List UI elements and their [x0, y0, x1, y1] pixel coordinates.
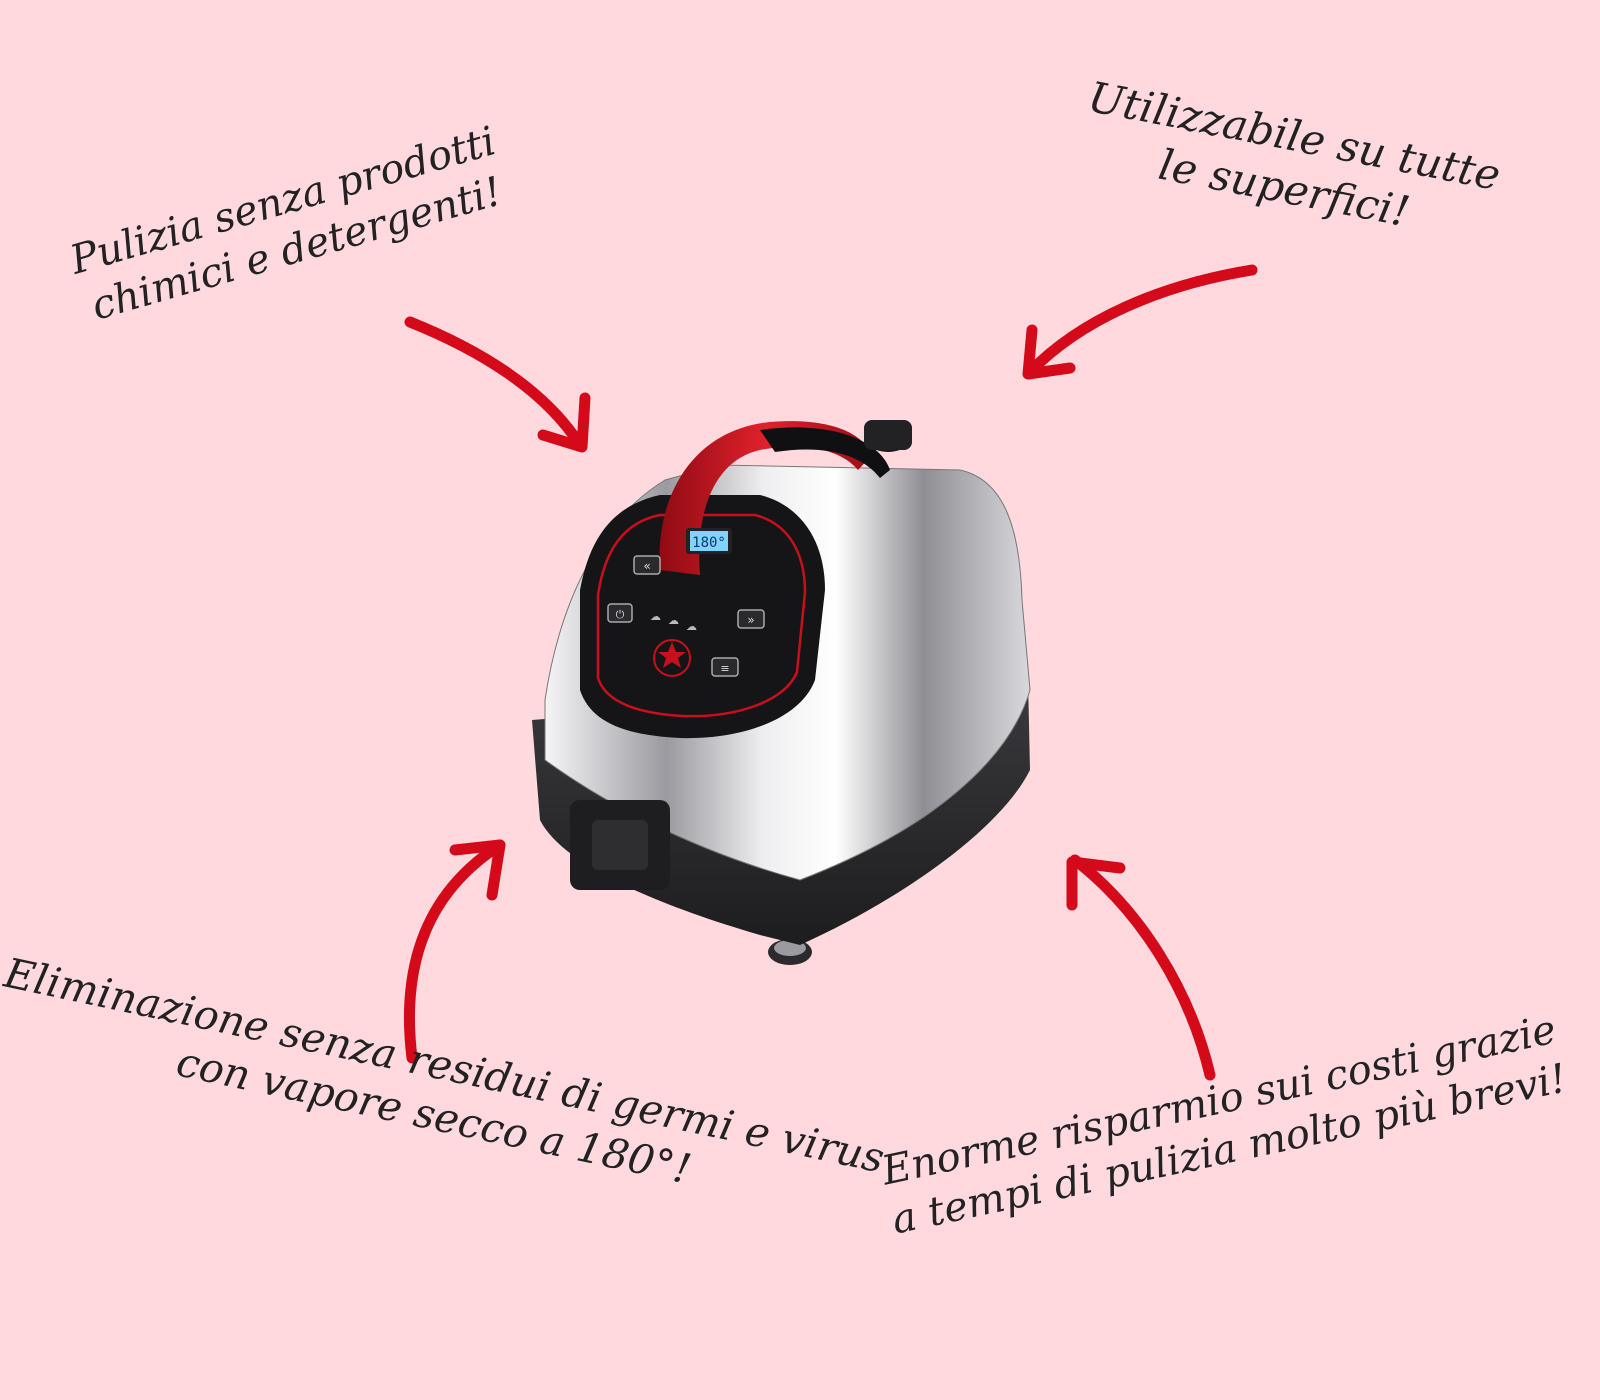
- hose-connector: [570, 800, 670, 890]
- arrow-bottom-left: [404, 839, 506, 1064]
- power-button[interactable]: ⏻: [607, 603, 633, 623]
- power-icon: ⏻: [616, 608, 625, 621]
- arrow-bottom-right: [1066, 854, 1216, 1081]
- menu-button[interactable]: ≡: [711, 657, 739, 677]
- fast-forward-icon: »: [747, 613, 754, 627]
- carry-handle: [659, 420, 912, 575]
- steam-icon: ☁: [650, 610, 661, 623]
- arrow-top-right: [1022, 264, 1258, 380]
- menu-icon: ≡: [720, 662, 729, 675]
- svg-text:☁: ☁: [686, 620, 697, 633]
- svg-text:☁: ☁: [668, 614, 679, 627]
- arrow-top-left: [404, 316, 591, 453]
- fast-forward-button[interactable]: »: [737, 609, 765, 629]
- temperature-display: 180°: [692, 535, 726, 551]
- rewind-button[interactable]: «: [633, 555, 661, 575]
- steam-icons-row: ☁ ☁ ☁: [650, 610, 697, 633]
- brand-star-logo: [653, 639, 691, 677]
- rewind-icon: «: [643, 559, 650, 573]
